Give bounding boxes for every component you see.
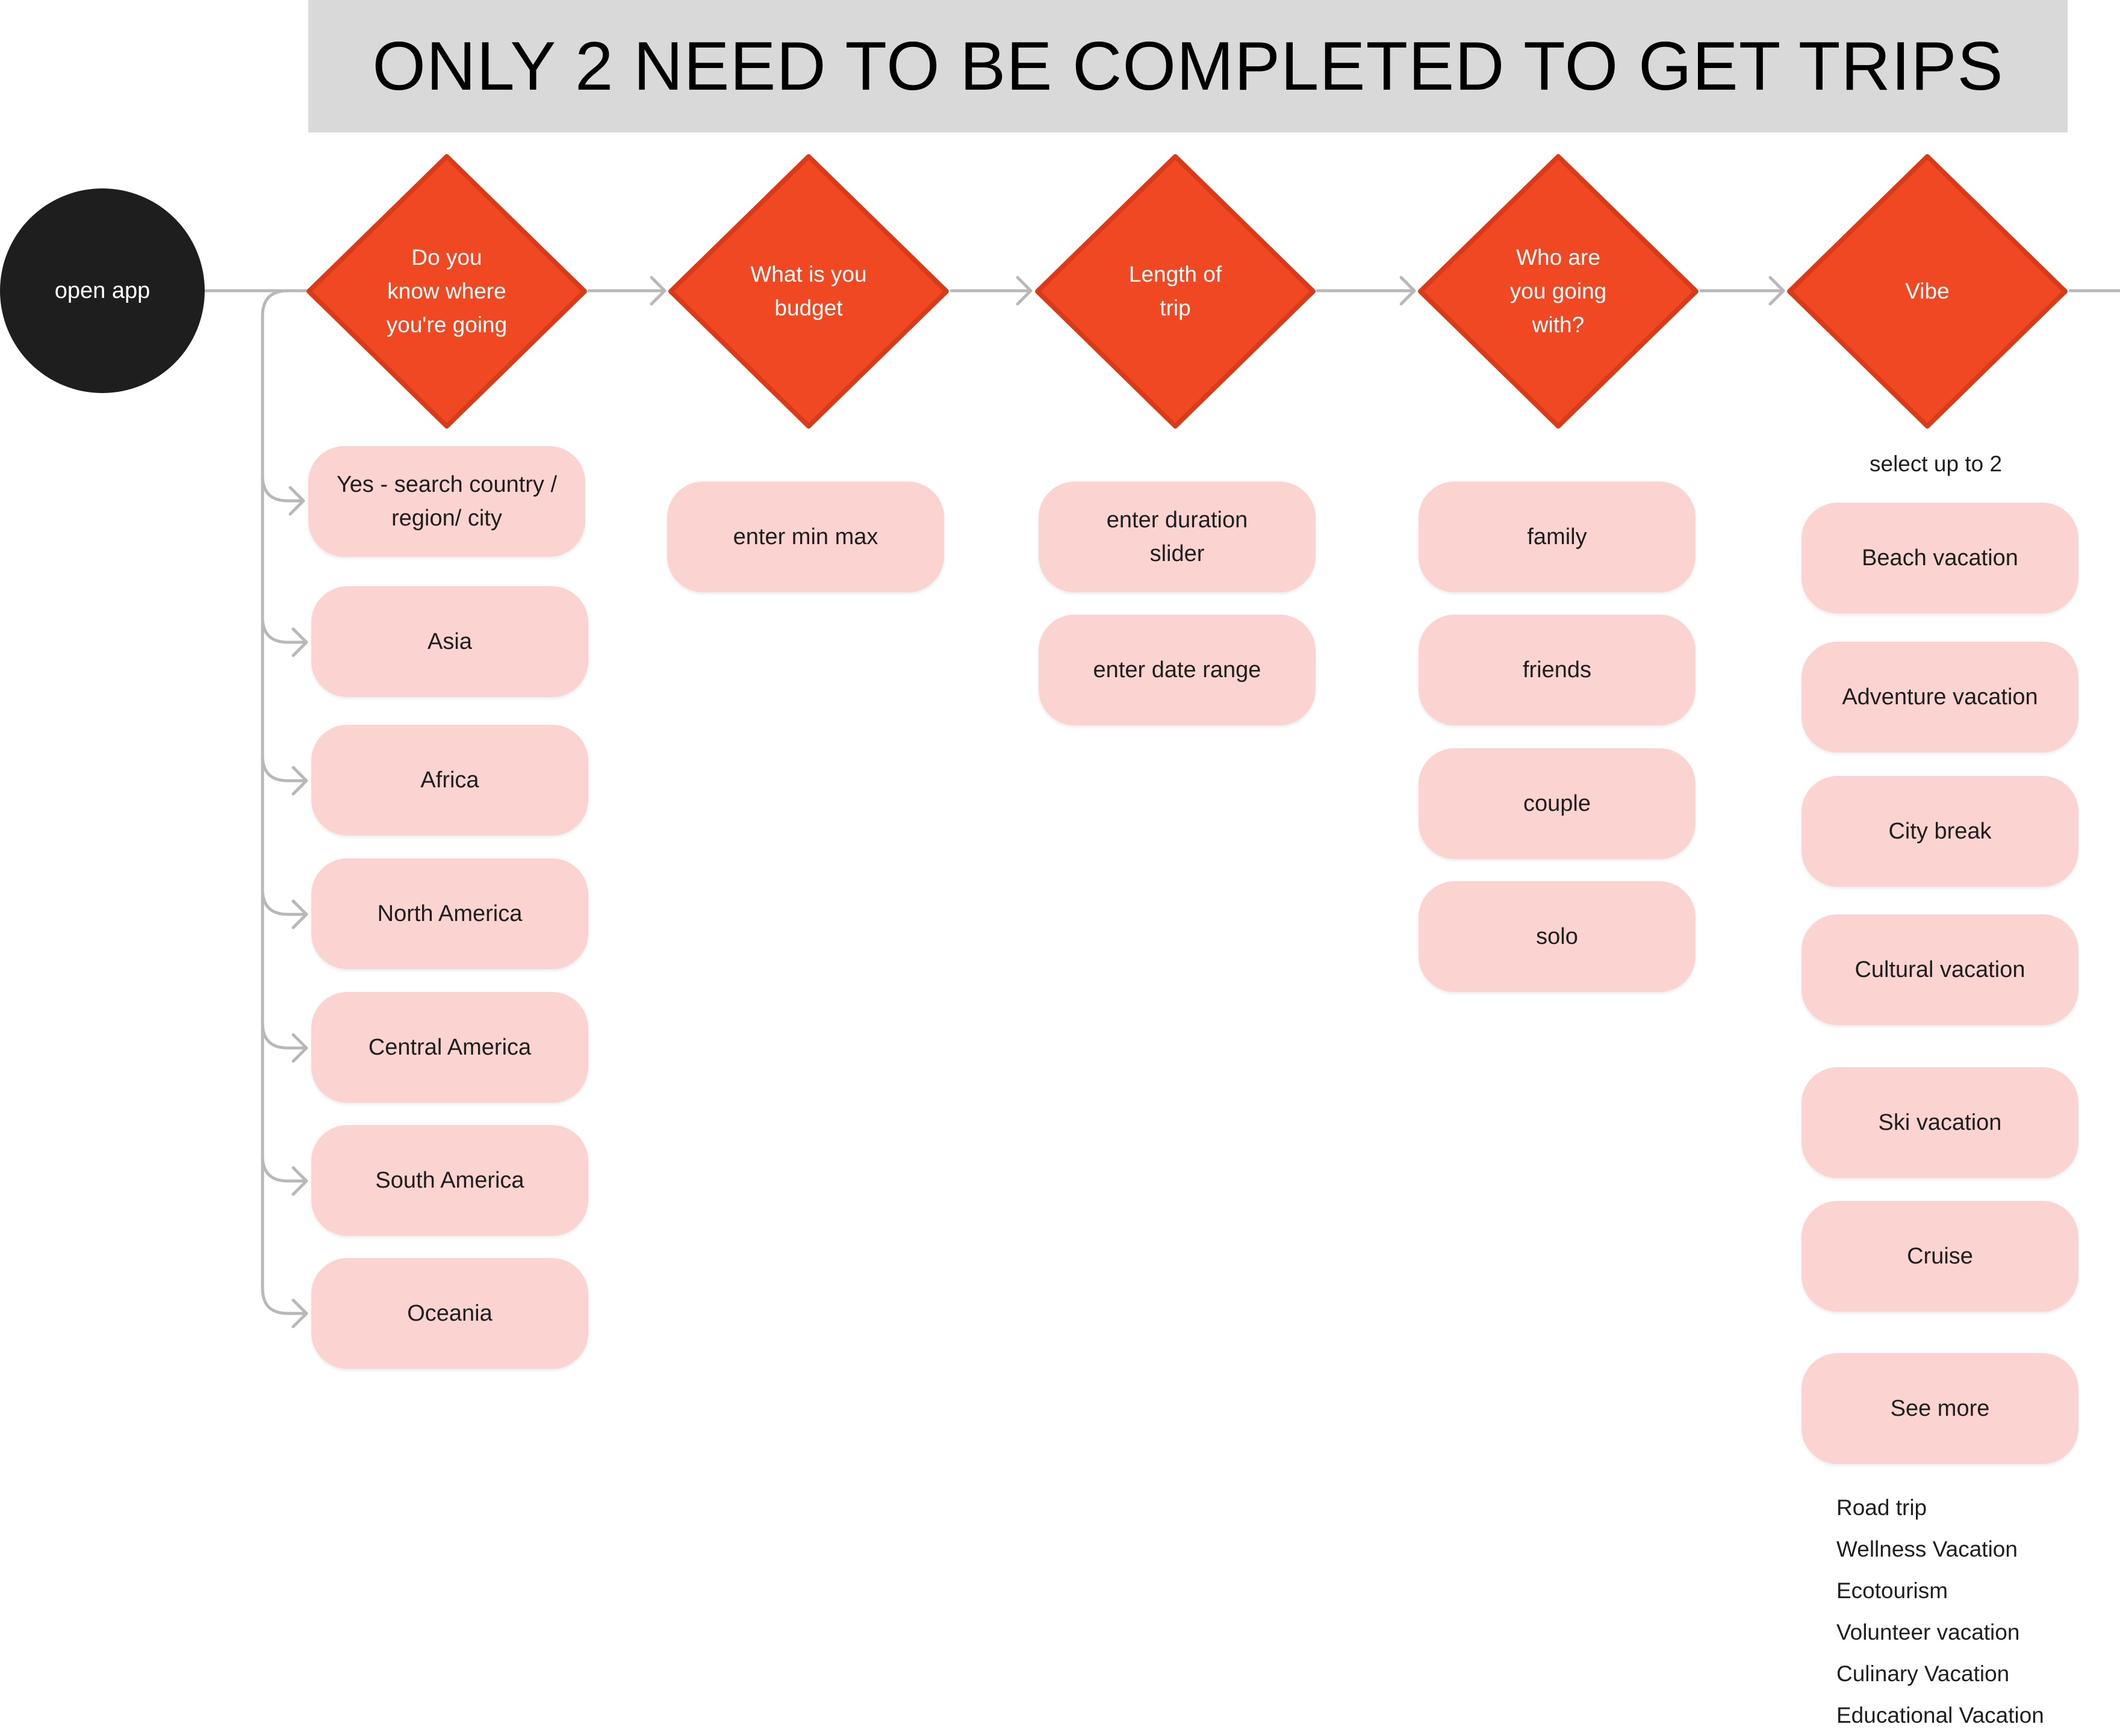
length-option-date-range[interactable]: enter date range (1039, 615, 1316, 725)
vibe-option-ski[interactable]: Ski vacation (1801, 1067, 2078, 1178)
arrowhead-companions (1399, 276, 1416, 306)
vibe-option-beach[interactable]: Beach vacation (1801, 503, 2078, 613)
companion-option-family[interactable]: family (1419, 482, 1696, 592)
branch-option-5 (261, 1021, 306, 1050)
banner: ONLY 2 NEED TO BE COMPLETED TO GET TRIPS (308, 0, 2068, 132)
decision-vibe[interactable]: Vibe (1786, 153, 2069, 430)
decision-length[interactable]: Length of trip (1034, 153, 1317, 430)
decision-companions[interactable]: Who are you going with? (1417, 153, 1700, 430)
vibe-more-item: Culinary Vacation (1836, 1661, 2010, 1686)
start-node-label: open app (54, 277, 151, 303)
decision-destination-label: Do you know where you're going (386, 245, 508, 337)
vibe-more-item: Road trip (1836, 1495, 1927, 1520)
length-option-duration-slider[interactable]: enter duration slider (1039, 482, 1316, 592)
banner-title: ONLY 2 NEED TO BE COMPLETED TO GET TRIPS (372, 28, 2004, 105)
decision-destination[interactable]: Do you know where you're going (305, 153, 588, 430)
branch-option-3 (261, 754, 306, 783)
branch-option-6 (261, 1154, 306, 1183)
vibe-more-item: Volunteer vacation (1836, 1620, 2020, 1645)
decision-length-label: Length of trip (1128, 262, 1222, 320)
vibe-selection-note: select up to 2 (1870, 451, 2003, 476)
destination-option-north-america[interactable]: North America (311, 858, 588, 969)
destination-option-central-america[interactable]: Central America (311, 992, 588, 1103)
budget-option-min-max[interactable]: enter min max (667, 482, 944, 592)
start-node[interactable]: open app (0, 188, 205, 393)
companion-option-solo[interactable]: solo (1419, 881, 1696, 992)
destination-option-south-america[interactable]: South America (311, 1125, 588, 1236)
connector-destination-branch (261, 289, 306, 1315)
vibe-option-cultural[interactable]: Cultural vacation (1801, 914, 2078, 1025)
arrowhead-option-5 (291, 1033, 308, 1063)
arrowhead-vibe (1768, 276, 1785, 306)
arrowhead-option-2 (291, 627, 308, 657)
vibe-option-cruise[interactable]: Cruise (1801, 1201, 2078, 1312)
destination-option-africa[interactable]: Africa (311, 725, 588, 835)
vibe-more-item: Wellness Vacation (1836, 1537, 2018, 1561)
branch-option-2 (261, 615, 306, 644)
decision-companions-label: Who are you going with? (1509, 245, 1607, 337)
arrowhead-option-6 (291, 1166, 308, 1196)
arrowhead-option-7 (291, 1298, 308, 1328)
destination-option-asia[interactable]: Asia (311, 586, 588, 697)
vibe-more-list: Road trip Wellness Vacation Ecotourism V… (1836, 1487, 2044, 1736)
companion-option-friends[interactable]: friends (1419, 615, 1696, 725)
vibe-more-item: Educational Vacation (1836, 1703, 2044, 1728)
vibe-option-see-more[interactable]: See more (1801, 1353, 2078, 1464)
arrowhead-budget (650, 276, 667, 306)
arrowhead-option-3 (291, 766, 308, 796)
arrowhead-option-4 (291, 899, 308, 929)
destination-option-oceania[interactable]: Oceania (311, 1258, 588, 1369)
destination-option-search[interactable]: Yes - search country / region/ city (308, 446, 585, 557)
vibe-option-city-break[interactable]: City break (1801, 776, 2078, 887)
decision-vibe-label: Vibe (1905, 279, 1950, 303)
arrowhead-option-1 (288, 486, 305, 516)
branch-option-4 (261, 887, 306, 916)
companion-option-couple[interactable]: couple (1419, 748, 1696, 859)
decision-budget[interactable]: What is you budget (667, 153, 950, 430)
arrowhead-length (1016, 276, 1033, 306)
vibe-more-item: Ecotourism (1836, 1578, 1948, 1603)
branch-option-1 (261, 474, 303, 503)
decision-budget-label: What is you budget (750, 262, 867, 320)
vibe-option-adventure[interactable]: Adventure vacation (1801, 642, 2078, 752)
